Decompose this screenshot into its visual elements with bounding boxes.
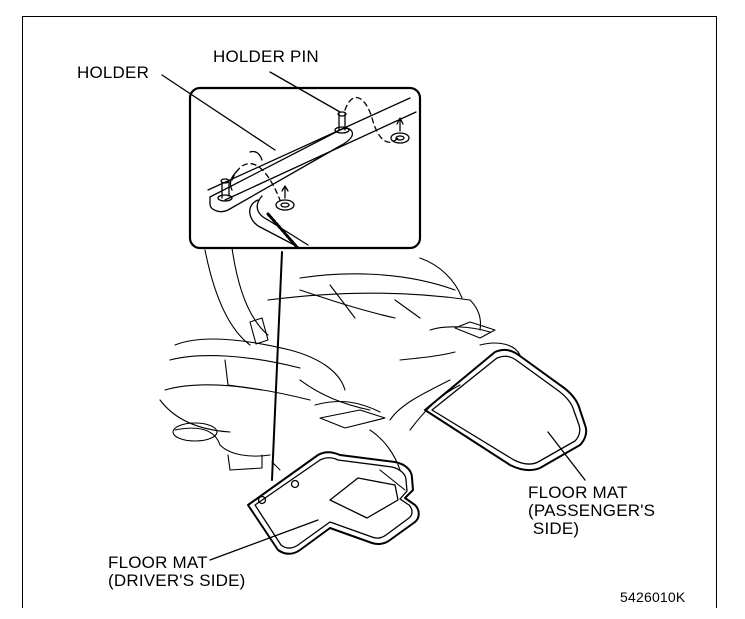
zoom-inset (188, 86, 422, 250)
passenger-mat-label-line2: (PASSENGER'S (528, 501, 656, 520)
figure-code: 5426010K (620, 589, 686, 605)
vehicle-interior-sketch (159, 247, 521, 491)
inset-connector-line (271, 251, 283, 481)
leader-holder-pin (269, 71, 341, 113)
leader-passenger-mat (547, 431, 586, 481)
driver-mat-label-line2: (DRIVER'S SIDE) (108, 571, 246, 590)
driver-mat-label-line1: FLOOR MAT (108, 553, 208, 572)
leader-holder (161, 74, 276, 151)
floor-mat-passenger (424, 348, 588, 472)
leader-driver-mat (209, 519, 319, 561)
holder-label: HOLDER (77, 63, 150, 82)
diagram-frame (22, 16, 717, 608)
passenger-mat-label-line1: FLOOR MAT (528, 483, 628, 502)
passenger-mat-label-line3: SIDE) (528, 519, 580, 538)
holder-pin-label: HOLDER PIN (213, 47, 319, 66)
floor-mat-driver (247, 451, 420, 555)
